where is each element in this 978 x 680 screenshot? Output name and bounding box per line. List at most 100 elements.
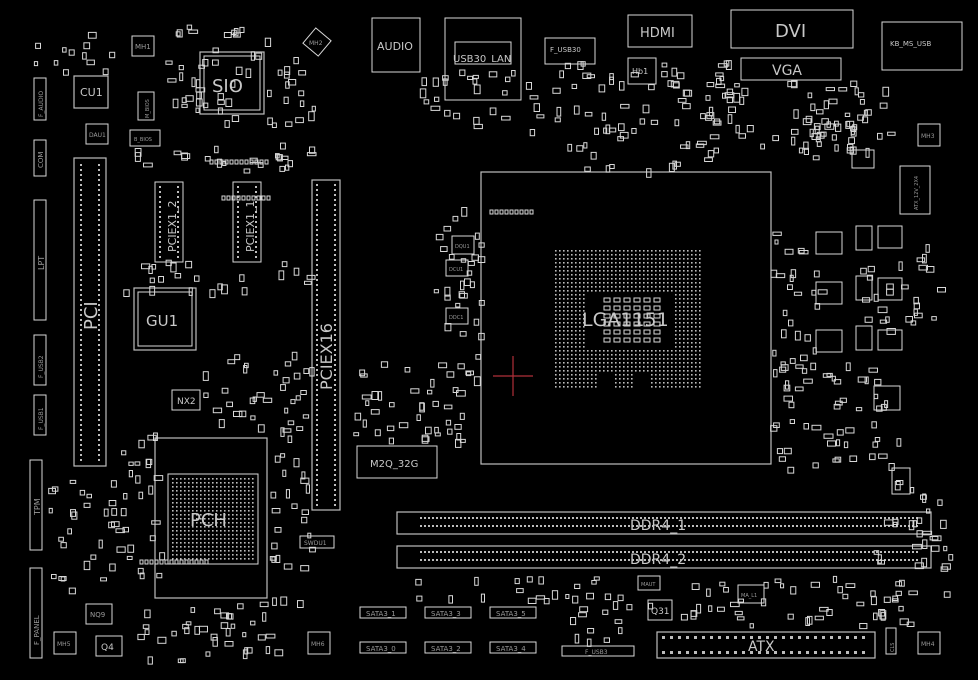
smd-component [138, 439, 145, 449]
bga-ball [200, 550, 202, 552]
socket-pin [643, 358, 645, 360]
socket-pin [695, 318, 697, 320]
dcu1-chip: DCU1 [445, 259, 469, 277]
socket-pin [579, 342, 581, 344]
slot-pin [316, 429, 318, 431]
dimm-pin [724, 517, 726, 519]
bga-ball [220, 538, 222, 540]
dimm-pin [592, 517, 594, 519]
slot-pin [80, 424, 82, 426]
dimm-pin [888, 551, 890, 553]
b-bios-label: B_BIOS [134, 137, 152, 143]
smd-component [601, 112, 607, 121]
slot-pin [98, 284, 100, 286]
socket-pin [699, 378, 701, 380]
socket-pin [687, 350, 689, 352]
bga-ball [188, 558, 190, 560]
socket-pin [655, 262, 657, 264]
socket-pin [647, 290, 649, 292]
resistor-array [214, 159, 219, 165]
socket-pin [643, 262, 645, 264]
socket-pin [595, 262, 597, 264]
bga-ball [252, 494, 254, 496]
nx2-label: NX2 [177, 397, 196, 407]
dimm-pin [756, 517, 758, 519]
socket-pin [575, 366, 577, 368]
socket-pin [667, 282, 669, 284]
bga-ball [204, 522, 206, 524]
smd-component [843, 441, 849, 449]
socket-pin [567, 298, 569, 300]
smd-component [474, 232, 480, 240]
dimm-pin [616, 559, 618, 561]
socket-pin [695, 362, 697, 364]
bga-ball [220, 554, 222, 556]
slot-pin [80, 349, 82, 351]
bga-ball [252, 486, 254, 488]
atx-label: ATX [748, 639, 775, 655]
slot-pin [98, 244, 100, 246]
bga-ball [176, 478, 178, 480]
smd-component [273, 370, 279, 376]
slot-pin [177, 246, 179, 248]
socket-pin [571, 314, 573, 316]
slot-pin [159, 186, 161, 188]
smd-component [916, 257, 926, 263]
socket-pin [647, 274, 649, 276]
dimm-pin [696, 525, 698, 527]
socket-pin [691, 290, 693, 292]
bga-ball [228, 542, 230, 544]
smd-component [404, 367, 411, 373]
resistor-array [529, 209, 534, 215]
socket-pin [583, 378, 585, 380]
socket-pin [623, 378, 625, 380]
dimm-pin [492, 559, 494, 561]
socket-pin [603, 290, 605, 292]
socket-pin [615, 290, 617, 292]
socket-pin [587, 382, 589, 384]
smd-component [153, 432, 158, 441]
smd-component [452, 215, 459, 222]
pciex1-1-slot: PCIEX1_1 [232, 181, 262, 263]
socket-pin [679, 274, 681, 276]
dimm-pin [640, 559, 642, 561]
smd-component [780, 583, 785, 589]
socket-pin [603, 254, 605, 256]
bga-ball [196, 490, 198, 492]
pciex1-1-label: PCIEX1_1 [244, 200, 257, 252]
atx-pin [686, 636, 689, 639]
socket-pin [675, 378, 677, 380]
socket-pin [587, 282, 589, 284]
smd-component [708, 605, 713, 612]
socket-pin [683, 250, 685, 252]
smd-component [516, 588, 524, 594]
slot-pin [98, 434, 100, 436]
smd-component [879, 610, 887, 620]
atx-pin [694, 651, 697, 654]
socket-pin [655, 362, 657, 364]
dimm-pin [652, 559, 654, 561]
q31-label: Q31 [651, 607, 670, 617]
smd-component [605, 165, 611, 173]
smd-component [682, 89, 691, 97]
socket-pin [559, 358, 561, 360]
dimm-pin [804, 559, 806, 561]
smd-component [137, 567, 144, 575]
dimm-pin [452, 525, 454, 527]
socket-pin [619, 386, 621, 388]
slot-pin [80, 199, 82, 201]
smd-component [480, 593, 485, 603]
slot-pin [316, 299, 318, 301]
socket-pin [571, 338, 573, 340]
dimm-pin [428, 525, 430, 527]
dimm-pin [536, 517, 538, 519]
dimm-pin [444, 551, 446, 553]
socket-pin [639, 274, 641, 276]
socket-pin [663, 282, 665, 284]
socket-pin [655, 378, 657, 380]
bga-ball [200, 486, 202, 488]
pch-chip: PCH [154, 437, 268, 599]
bga-ball [196, 486, 198, 488]
socket-pin [615, 358, 617, 360]
dimm-pin [864, 551, 866, 553]
